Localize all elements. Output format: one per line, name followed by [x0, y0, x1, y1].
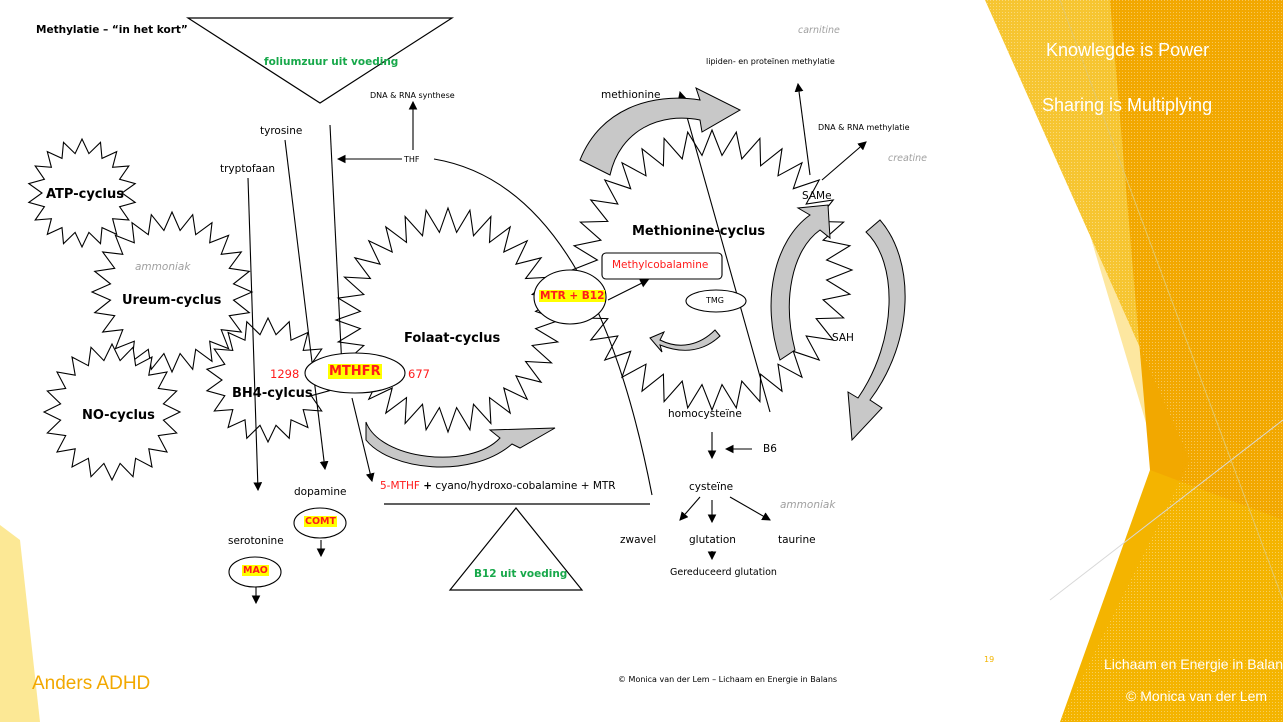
atp-cycle-label: ATP-cyclus	[46, 187, 124, 202]
side-arrow	[847, 219, 906, 442]
methionine-label: methionine	[601, 89, 661, 101]
ureum-cycle-starburst	[90, 210, 254, 374]
dna-rna-methylatie-label: DNA & RNA methylatie	[818, 123, 910, 132]
motto-sharing: Sharing is Multiplying	[1042, 95, 1213, 115]
taurine-label: taurine	[778, 534, 816, 546]
footer-right-2: © Monica van der Lem	[1126, 688, 1268, 704]
bh4-cycle-starburst	[205, 316, 331, 444]
sah-label: SAH	[832, 332, 854, 344]
serotonine-label: serotonine	[228, 535, 284, 547]
dna-rna-synthese-label: DNA & RNA synthese	[370, 91, 455, 100]
decor-thin-line-2	[1059, 0, 1283, 601]
page-number: 19	[984, 655, 995, 664]
methionine-cycle-label: Methionine-cyclus	[632, 224, 766, 239]
tmg-label: TMG	[706, 296, 724, 305]
folaat-cycle-starburst	[334, 206, 562, 434]
gereduceerd-glutation-label: Gereduceerd glutation	[670, 567, 777, 578]
snp-677-label: 677	[408, 367, 430, 381]
b12-triangle	[448, 507, 584, 591]
no-cycle-label: NO-cyclus	[82, 408, 155, 423]
copyright-center: © Monica van der Lem – Lichaam en Energi…	[618, 675, 838, 684]
same-label: SAMe	[802, 190, 832, 202]
cycle-arrow-right	[770, 204, 831, 361]
homocysteine-label: homocysteïne	[668, 408, 742, 420]
mthfr-label: MTHFR	[328, 364, 382, 379]
dopamine-label: dopamine	[294, 486, 347, 498]
mtr-b12-label: MTR + B12	[539, 290, 606, 302]
foliumzuur-label: foliumzuur uit voeding	[264, 56, 399, 68]
glutation-label: glutation	[689, 534, 736, 546]
lipiden-label: lipiden- en proteïnen methylatie	[706, 57, 835, 66]
carnitine-label: carnitine	[798, 25, 840, 36]
methylcobalamine-label: Methylcobalamine	[612, 259, 709, 271]
foliumzuur-triangle	[185, 17, 455, 104]
footer-right-1: Lichaam en Energie in Balans	[1104, 656, 1283, 672]
motto-knowledge: Knowlegde is Power	[1046, 40, 1210, 60]
zwavel-label: zwavel	[620, 534, 657, 546]
atp-cycle-starburst	[27, 137, 137, 249]
ammoniak-label-2: ammoniak	[780, 499, 836, 511]
bh4-cycle-label: BH4-cylcus	[232, 386, 313, 401]
b12-voeding-label: B12 uit voeding	[474, 568, 568, 580]
decor-dots	[985, 0, 1283, 722]
ureum-cycle-label: Ureum-cyclus	[122, 293, 222, 308]
b6-label: B6	[763, 443, 777, 455]
tmg-ellipse	[685, 289, 747, 313]
ammoniak-label-1: ammoniak	[135, 261, 191, 273]
cycle-arrow-bottom	[649, 329, 721, 353]
creatine-label: creatine	[888, 153, 928, 164]
mao-label: MAO	[242, 565, 269, 576]
methylcobalamine-box	[601, 252, 723, 280]
no-cycle-starburst	[42, 342, 182, 482]
folate-arrow	[365, 421, 556, 468]
footer-left: Anders ADHD	[32, 673, 151, 694]
slide-title: Methylatie – “in het kort”	[36, 24, 188, 36]
five-mthf-line: 5-MTHF + cyano/hydroxo-cobalamine + MTR	[380, 480, 616, 492]
folaat-cycle-label: Folaat-cyclus	[404, 331, 501, 346]
snp-1298-label: 1298	[270, 367, 300, 381]
tyrosine-label: tyrosine	[260, 125, 303, 137]
thf-label: THF	[404, 155, 420, 164]
decor-thin-line	[1049, 419, 1283, 601]
decor-left-dots	[0, 525, 40, 722]
cycle-arrow-top	[579, 87, 742, 176]
comt-label: COMT	[304, 516, 337, 527]
cysteine-label: cysteïne	[689, 481, 734, 493]
tryptofaan-label: tryptofaan	[220, 163, 276, 175]
